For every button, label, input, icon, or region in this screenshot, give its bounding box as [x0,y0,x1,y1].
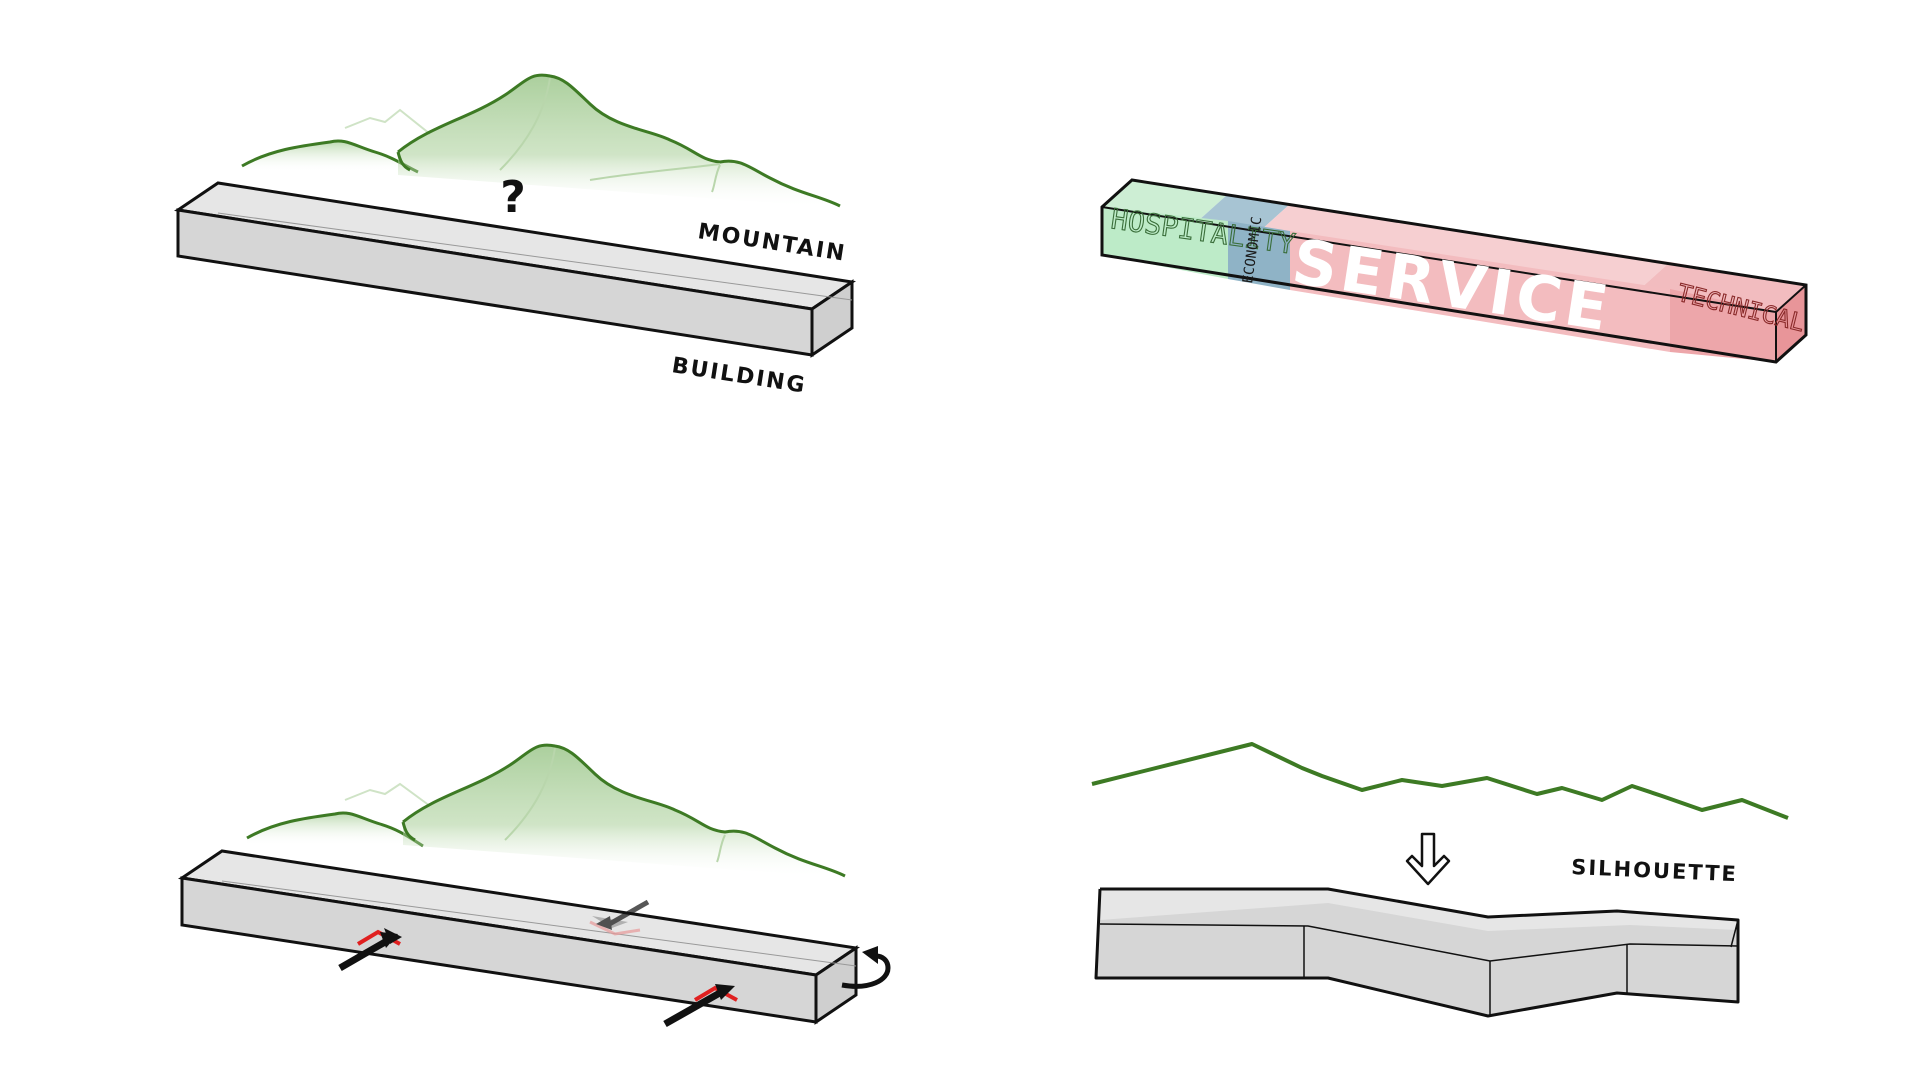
main-mountain-outline [397,73,841,208]
ridge-line [589,163,721,181]
background-peak [344,108,431,135]
technical-side [1776,285,1806,362]
ridge-line [504,747,556,841]
building-box [177,849,861,1025]
left-hill-fill [242,140,418,172]
left-hill-outline [241,139,419,174]
silhouette-line [1091,742,1789,820]
technical-top [1640,262,1806,312]
silhouette-building [1094,887,1740,1018]
silhouette-label: SILHOUETTE [1571,855,1739,886]
main-mountain-fill [403,745,845,878]
rotate-arrow-icon [841,946,891,989]
building-box [173,181,857,358]
arrow-icon [663,984,738,1028]
background-peak [344,782,431,807]
program-box-outline [1100,178,1808,364]
mountain-range [246,743,846,878]
main-mountain-outline [402,743,846,878]
panel-program: HOSPITALITY ECONOMIC SERVICE TECHNICAL [1100,178,1808,364]
down-arrow-icon [1405,832,1451,886]
panel-mountain-building: ? MOUNTAIN BUILDING [173,73,857,399]
main-mountain-fill [398,75,840,209]
left-hill-outline [246,811,424,848]
panel-silhouette: SILHOUETTE [1091,742,1789,1018]
ridge-line [716,834,726,863]
ridge-line [711,164,721,193]
arrow-icon [589,899,650,936]
panel-views-orientation [177,743,891,1028]
left-hill-fill [247,812,423,846]
building-label: BUILDING [670,353,808,398]
economic-front [1228,221,1290,290]
service-front [1290,231,1670,352]
mountain-range [241,73,841,209]
arrow-icon [338,928,402,972]
ridge-line [499,77,551,171]
question-mark-icon: ? [500,172,526,223]
service-top [1260,204,1670,289]
